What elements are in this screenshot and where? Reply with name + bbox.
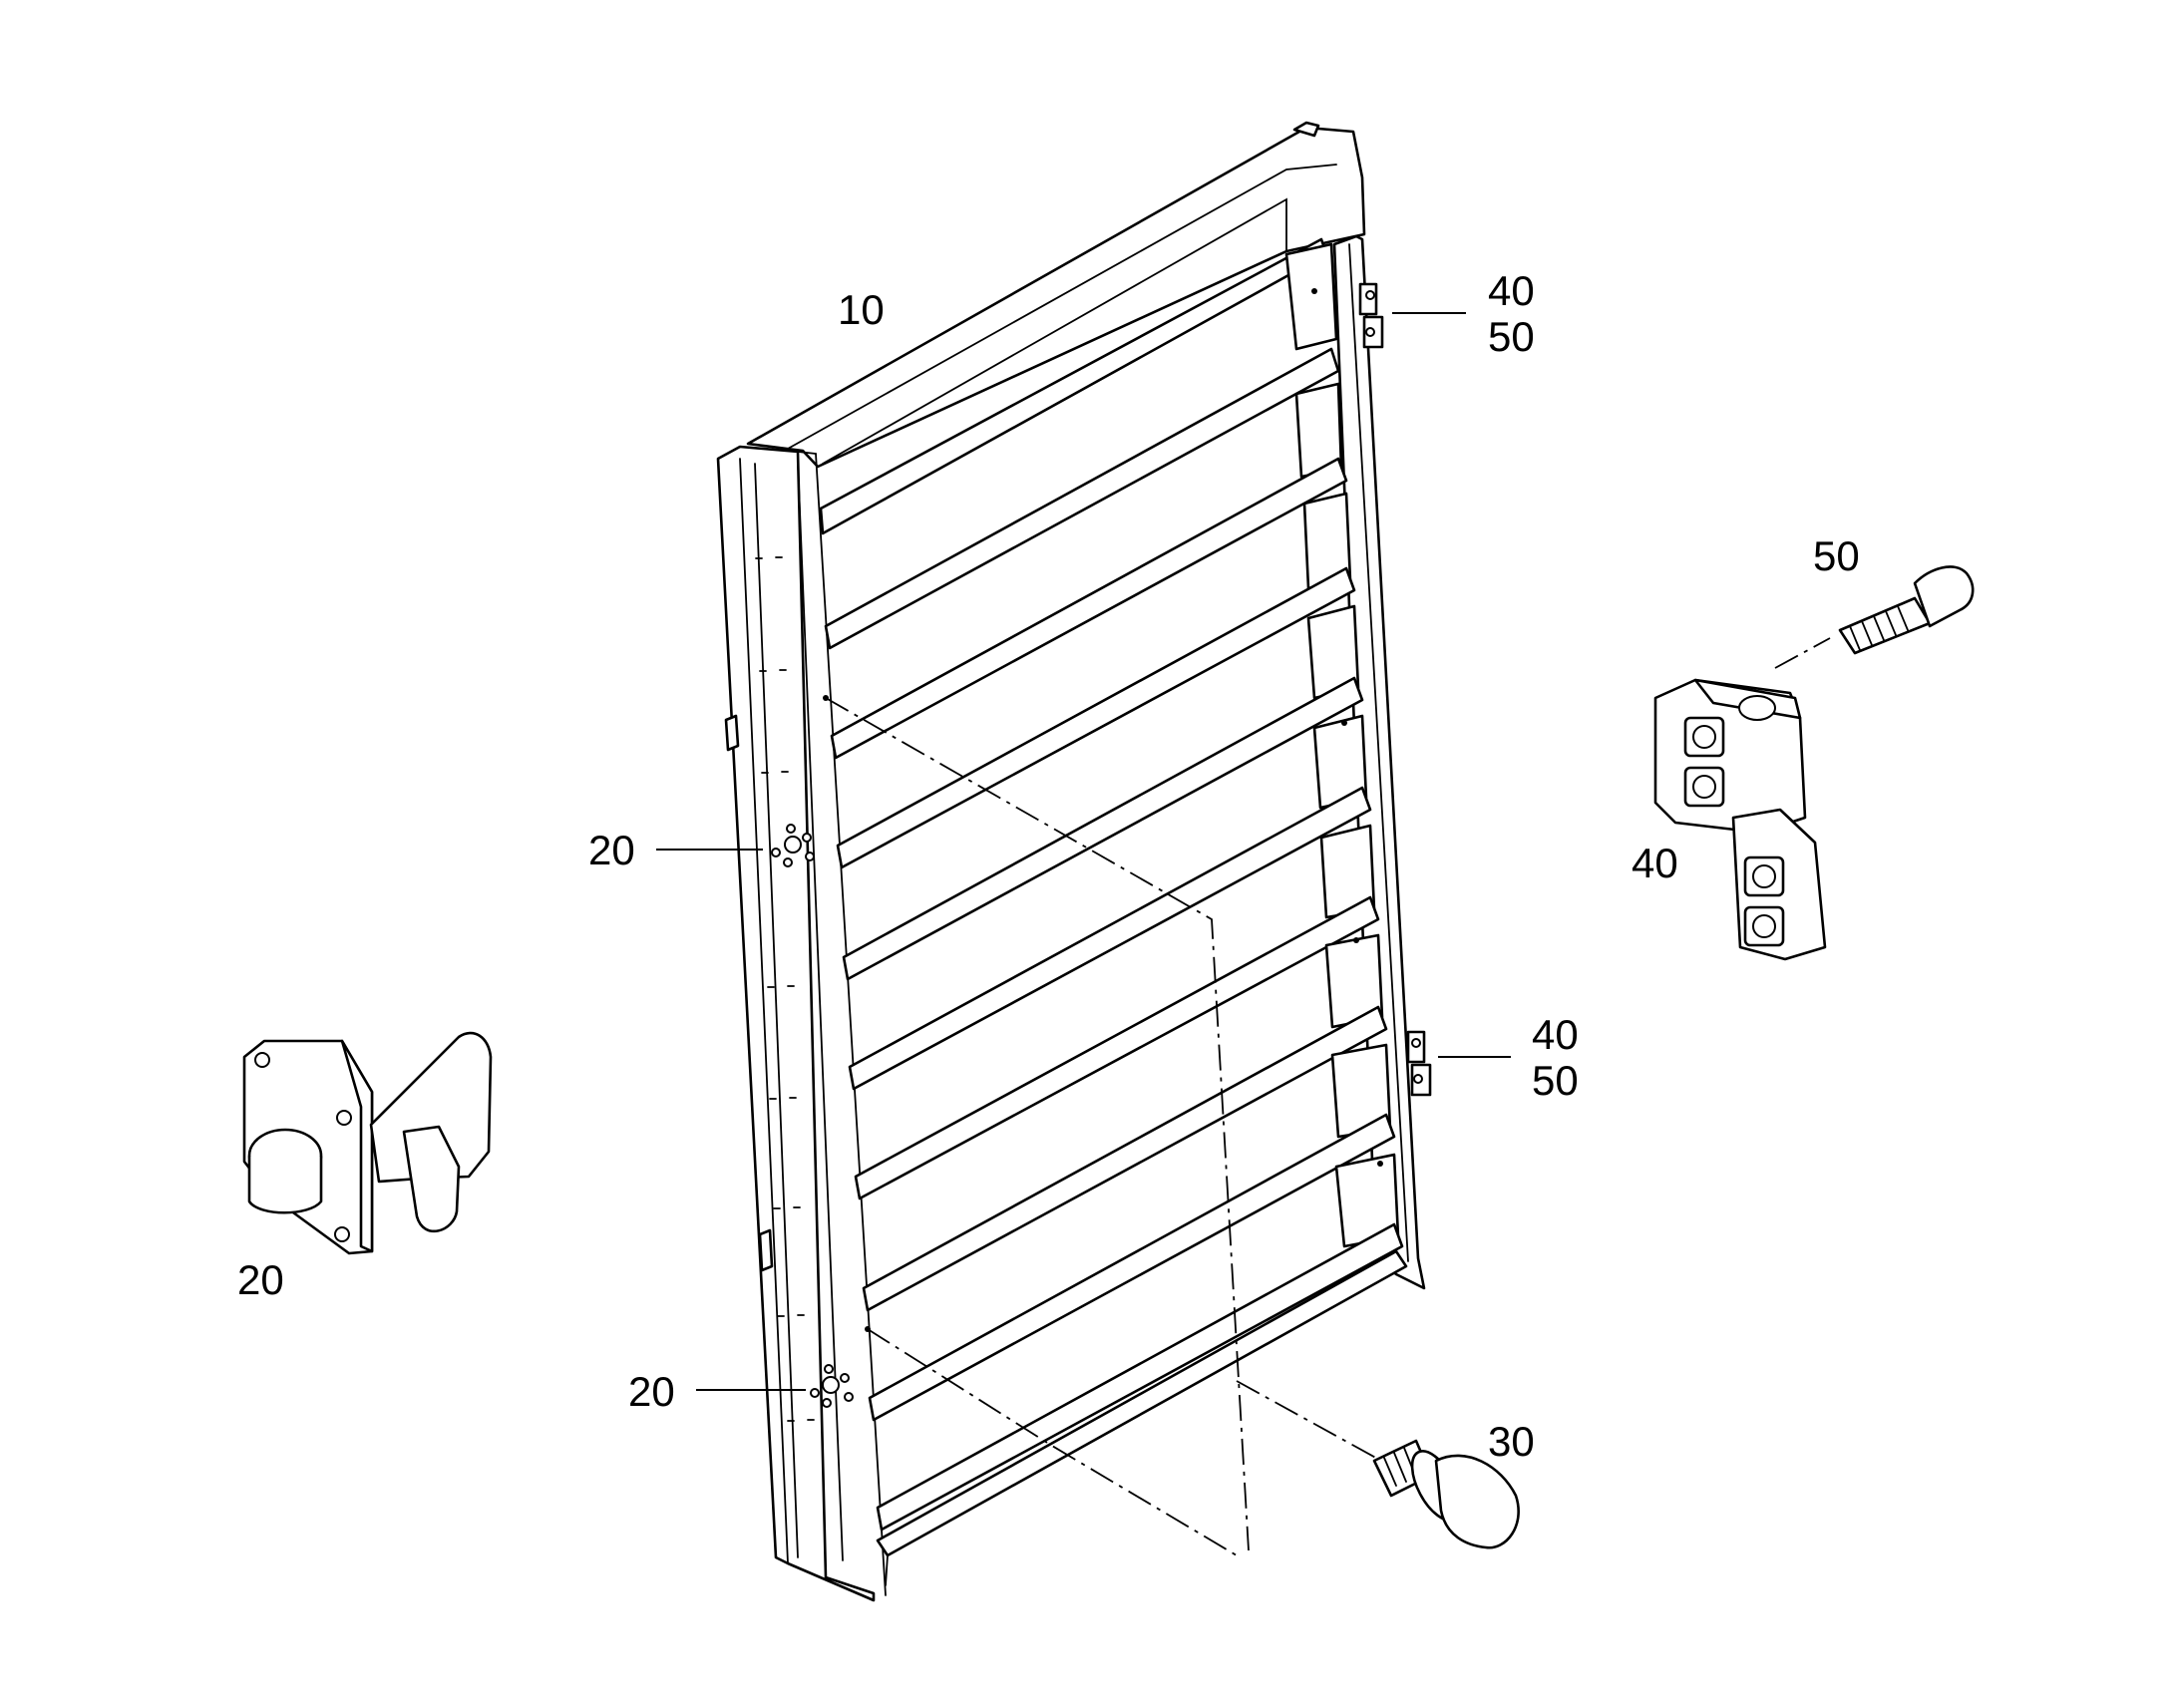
callout-50-screw: 50	[1813, 532, 1860, 579]
buffer-part	[1372, 1439, 1520, 1549]
louver-slat	[848, 786, 1372, 1091]
louver-slat	[824, 347, 1340, 650]
post-marks	[755, 556, 815, 1422]
leader-lines	[656, 312, 1511, 1391]
callout-20-lower: 20	[628, 1368, 675, 1415]
callout-40-hinge: 40	[1632, 840, 1678, 886]
callout-30: 30	[1488, 1418, 1535, 1465]
bottom-rail	[876, 1249, 1408, 1557]
louver-slat	[862, 1005, 1388, 1312]
louver-slat	[842, 676, 1364, 981]
callout-40-lower: 40	[1532, 1011, 1579, 1058]
callout-50-lower: 50	[1532, 1057, 1579, 1104]
louver-slats	[819, 237, 1404, 1532]
louver-slat	[868, 1113, 1396, 1422]
frame-hinge-lower	[1406, 1030, 1432, 1097]
left-post	[716, 445, 876, 1602]
louver-slat	[836, 566, 1356, 869]
louver-slat	[876, 1222, 1404, 1532]
latch-holes-upper	[771, 824, 815, 867]
callout-20-upper: 20	[588, 827, 635, 873]
louver-frame	[716, 121, 1432, 1602]
assembly-centerlines	[825, 637, 1831, 1556]
screw-detail	[1838, 565, 1975, 655]
callout-40-upper: 40	[1488, 267, 1535, 314]
louver-slat	[830, 457, 1348, 760]
hinge-detail	[1653, 678, 1827, 961]
frame-hinge-upper	[1358, 282, 1384, 349]
louver-slat	[854, 895, 1380, 1200]
callout-labels: 10 40 50 50 40 20 40 50 20 20 30	[237, 267, 1860, 1465]
latch-holes-lower	[810, 1364, 854, 1408]
callout-10: 10	[838, 286, 885, 333]
callout-20-detail: 20	[237, 1256, 284, 1303]
callout-50-upper: 50	[1488, 313, 1535, 360]
latch-detail	[242, 1031, 493, 1255]
